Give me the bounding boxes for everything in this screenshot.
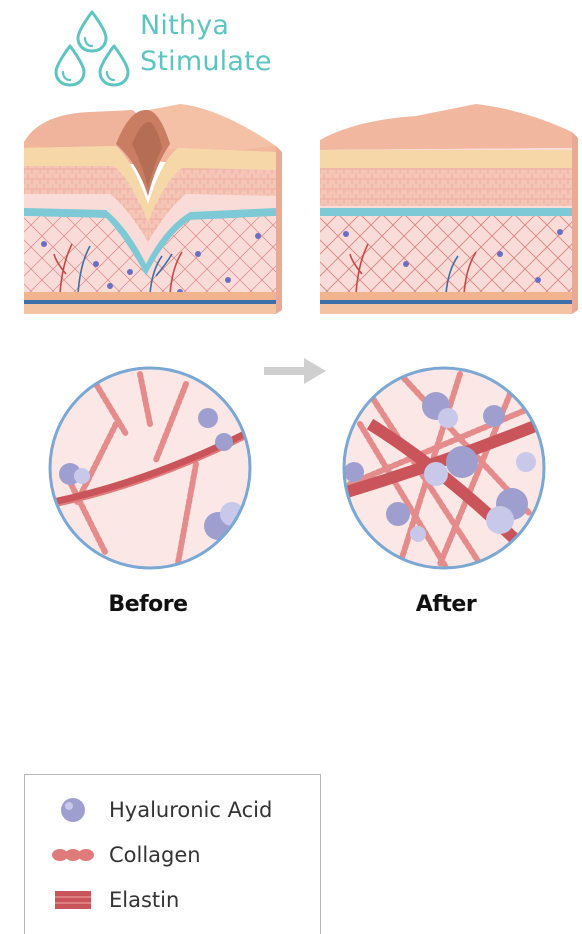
legend-item-collagen: Collagen: [25, 837, 320, 873]
brand-name-line1: Nithya: [140, 8, 272, 44]
after-skin-block: [316, 104, 578, 344]
before-skin-block: [20, 104, 282, 344]
before-after-arrow-icon: [264, 356, 330, 386]
water-drops-icon: [50, 6, 140, 90]
before-magnified-view: [46, 364, 256, 574]
collagen-beads-icon: [51, 843, 95, 867]
legend-label: Hyaluronic Acid: [109, 796, 272, 824]
before-label: Before: [48, 592, 248, 617]
after-magnified-view: [340, 364, 550, 574]
hyaluronic-acid-sphere-icon: [51, 798, 95, 822]
legend-label: Elastin: [109, 886, 179, 914]
brand-name-line2: Stimulate: [140, 44, 272, 80]
brand-logo: Nithya Stimulate: [50, 6, 290, 90]
legend: Hyaluronic Acid Collagen Elastin: [24, 774, 321, 934]
after-label: After: [346, 592, 546, 617]
legend-item-elastin: Elastin: [25, 882, 320, 918]
legend-label: Collagen: [109, 841, 201, 869]
brand-name: Nithya Stimulate: [140, 8, 272, 80]
legend-item-hyaluronic-acid: Hyaluronic Acid: [25, 792, 320, 828]
elastin-band-icon: [51, 888, 95, 912]
